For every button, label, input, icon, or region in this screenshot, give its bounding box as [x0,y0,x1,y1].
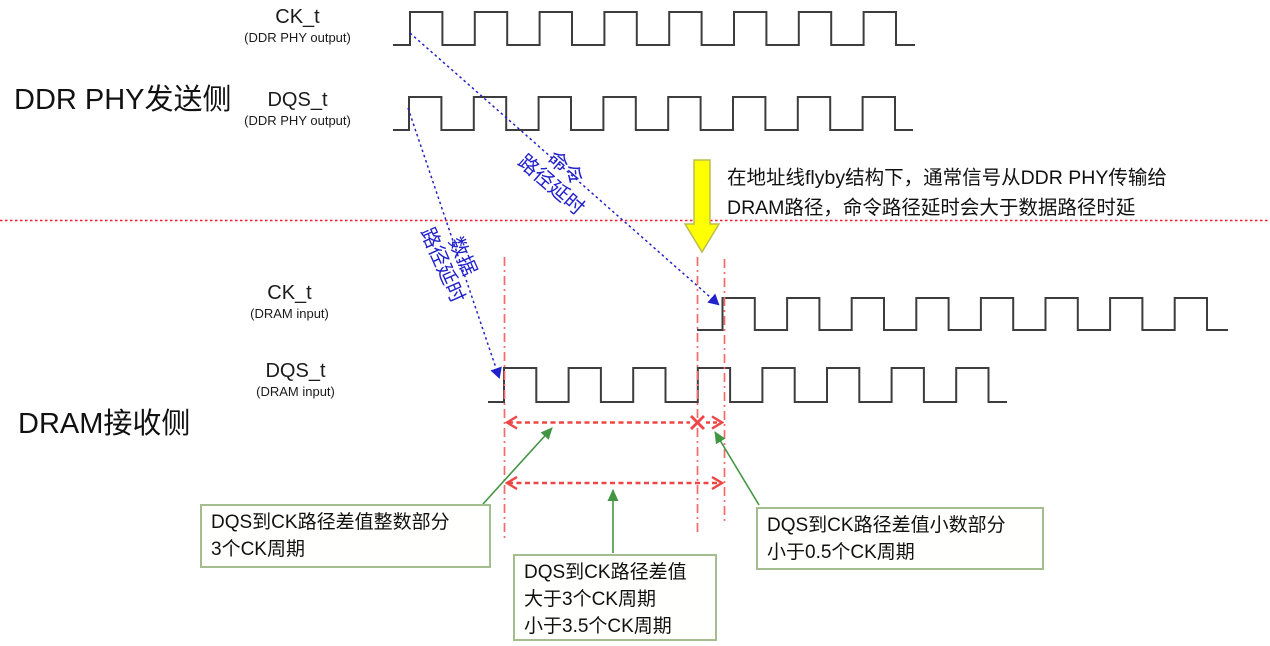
range-callout: DQS到CK路径差值 大于3个CK周期 小于3.5个CK周期 [513,554,717,641]
data-path-delay-arrow [407,107,502,379]
ck-dram-name: CK_t [267,282,312,304]
integer-part-callout: DQS到CK路径差值整数部分 3个CK周期 [200,504,491,568]
range-callout-line1: DQS到CK路径差值 [524,562,687,583]
fraction-callout-line2: 小于0.5个CK周期 [767,542,915,563]
dqs-dram-label: DQS_t (DRAM input) [228,360,363,399]
flyby-note-line1: 在地址线flyby结构下，通常信号从DDR PHY传输给 [727,167,1167,189]
ck-phy-sub: (DDR PHY output) [244,30,351,45]
ck-phy-name: CK_t [275,6,320,28]
range-callout-line3: 小于3.5个CK周期 [524,616,672,637]
dimension-x-marker [690,415,705,430]
yellow-highlight-arrow [683,159,721,254]
command-path-delay-arrow [409,32,720,306]
dqs-phy-name: DQS_t [267,89,328,111]
dqs-dram-sub: (DRAM input) [256,384,335,399]
fraction-part-callout: DQS到CK路径差值小数部分 小于0.5个CK周期 [756,507,1044,570]
range-callout-line2: 大于3个CK周期 [524,589,656,610]
ck-dram-label: CK_t (DRAM input) [222,282,357,321]
dram-side-label: DRAM接收侧 [18,408,191,440]
fraction-callout-arrow [714,431,760,506]
ck-phy-label: CK_t (DDR PHY output) [230,6,365,45]
integer-callout-arrow [482,427,553,505]
fraction-callout-line1: DQS到CK路径差值小数部分 [767,515,1006,536]
dqs-phy-label: DQS_t (DDR PHY output) [230,89,365,128]
ck-phy-waveform [393,11,915,46]
integer-callout-line2: 3个CK周期 [211,539,305,560]
ck-dram-waveform [697,297,1228,331]
phy-side-label: DDR PHY发送侧 [14,84,232,116]
flyby-note-line2: DRAM路径，命令路径延时会大于数据路径时延 [727,197,1136,219]
flyby-note: 在地址线flyby结构下，通常信号从DDR PHY传输给 DRAM路径，命令路径… [727,163,1167,223]
ck-dram-sub: (DRAM input) [250,306,329,321]
dqs-dram-name: DQS_t [265,360,326,382]
dqs-phy-sub: (DDR PHY output) [244,113,351,128]
integer-callout-line1: DQS到CK路径差值整数部分 [211,512,450,533]
dqs-phy-waveform [393,96,913,131]
dqs-dram-waveform [488,367,1007,403]
